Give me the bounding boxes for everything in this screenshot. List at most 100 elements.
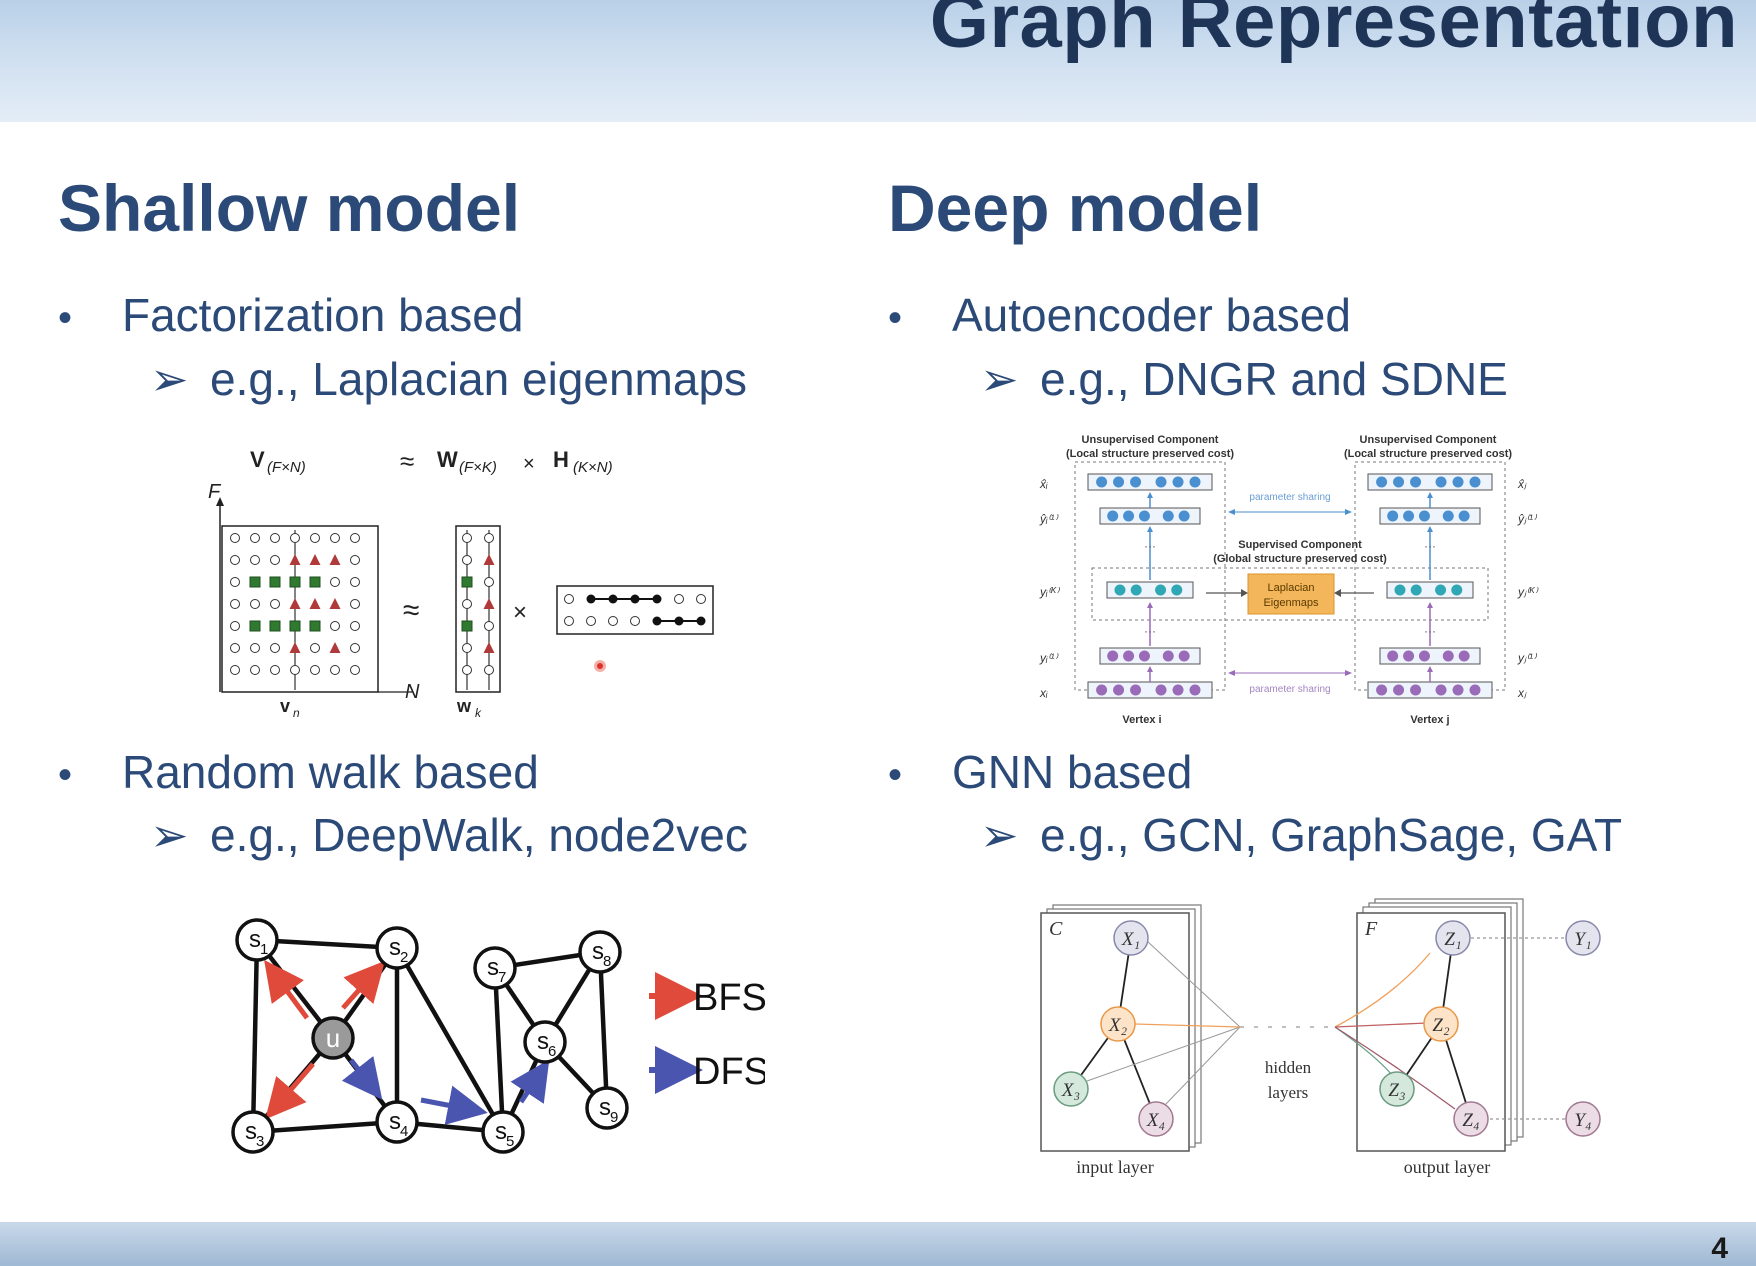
bullet-dot: • bbox=[58, 296, 73, 340]
slide-title: Graph Representation bbox=[929, 0, 1738, 64]
svg-text:X₁: X₁ bbox=[1121, 929, 1140, 950]
v-matrix-cell bbox=[329, 554, 341, 565]
sub-bullet-laplacian: ➢e.g., Laplacian eigenmaps bbox=[150, 352, 747, 406]
sdne-layer bbox=[1087, 473, 1213, 491]
left-label-1: ŷᵢ⁽¹⁾ bbox=[1039, 512, 1058, 526]
dfs-arrows bbox=[341, 1055, 550, 1125]
v-matrix-cell bbox=[310, 533, 320, 543]
h-matrix-cell bbox=[608, 594, 618, 604]
v-matrix-cell bbox=[249, 620, 261, 632]
w-matrix-cell bbox=[462, 665, 472, 675]
v-matrix-cell bbox=[350, 599, 360, 609]
sdne-layer bbox=[1379, 647, 1481, 665]
label-h-sub: (K×N) bbox=[573, 459, 613, 476]
v-matrix-cell bbox=[309, 598, 321, 609]
v-matrix-cell bbox=[270, 533, 280, 543]
v-matrix-cell bbox=[250, 643, 260, 653]
dfs-legend-label: DFS bbox=[693, 1051, 765, 1093]
bullet-dot: • bbox=[888, 296, 903, 340]
gnn-node: Z₂ bbox=[1423, 1006, 1459, 1042]
label-vn: v bbox=[280, 696, 290, 716]
svg-text:Z₂: Z₂ bbox=[1432, 1015, 1450, 1036]
h-matrix-cell bbox=[652, 594, 662, 604]
v-matrix-cell bbox=[270, 599, 280, 609]
v-matrix-cell bbox=[230, 555, 240, 565]
v-matrix-cell bbox=[309, 620, 321, 632]
bullet-dot: • bbox=[58, 753, 73, 797]
svg-text:s: s bbox=[249, 926, 261, 953]
w-matrix-cell bbox=[483, 642, 495, 653]
bullet-text: Random walk based bbox=[122, 746, 539, 798]
laplacian-label-2: Eigenmaps bbox=[1263, 597, 1319, 609]
v-matrix-cell bbox=[270, 555, 280, 565]
w-matrix-cell bbox=[483, 598, 495, 609]
label-w-sub: (F×K) bbox=[459, 459, 497, 476]
w-matrix-cell bbox=[484, 621, 494, 631]
laplacian-label-1: Laplacian bbox=[1267, 582, 1314, 594]
svg-text:X₃: X₃ bbox=[1061, 1080, 1080, 1101]
right-label-1: ŷⱼ⁽¹⁾ bbox=[1517, 512, 1537, 526]
w-matrix-cell bbox=[462, 533, 472, 543]
v-matrix-cell bbox=[230, 533, 240, 543]
graph-node-u: u bbox=[311, 1016, 355, 1060]
right-label-2: yⱼ⁽ᴷ⁾ bbox=[1517, 585, 1538, 599]
bullet-factorization: •Factorization based bbox=[58, 288, 523, 342]
right-label-3: yⱼ⁽¹⁾ bbox=[1517, 651, 1537, 665]
vertex-i-label: Vertex i bbox=[1122, 714, 1161, 726]
slide-footer: 4 bbox=[0, 1222, 1756, 1266]
svg-text:s: s bbox=[487, 954, 499, 981]
svg-text:1: 1 bbox=[260, 941, 268, 958]
output-layer-label: output layer bbox=[1404, 1157, 1490, 1177]
gnn-node: Z₄ bbox=[1453, 1101, 1489, 1137]
v-matrix-cell bbox=[270, 665, 280, 675]
f-label: F bbox=[1364, 918, 1378, 940]
label-times-mid: × bbox=[513, 599, 527, 626]
h-matrix-cell bbox=[586, 594, 596, 604]
sdne-figure: Unsupervised Component (Local structure … bbox=[1039, 434, 1538, 726]
h-matrix-cell bbox=[608, 616, 618, 626]
sdne-layer bbox=[1099, 507, 1201, 525]
v-matrix-cell bbox=[330, 621, 340, 631]
v-matrix-cell bbox=[289, 620, 301, 632]
w-matrix-cell bbox=[462, 599, 472, 609]
svg-text:6: 6 bbox=[548, 1043, 556, 1060]
v-matrix-cell bbox=[330, 533, 340, 543]
w-matrix-cell bbox=[484, 533, 494, 543]
v-matrix-cell bbox=[230, 665, 240, 675]
sub-bullet-gcn: ➢e.g., GCN, GraphSage, GAT bbox=[980, 808, 1622, 862]
sdne-layer bbox=[1099, 647, 1201, 665]
label-vn-sub: n bbox=[293, 706, 300, 720]
v-matrix-cell bbox=[350, 555, 360, 565]
sub-bullet-text: e.g., Laplacian eigenmaps bbox=[210, 353, 748, 405]
h-matrix-cell bbox=[696, 616, 706, 626]
svg-text:u: u bbox=[326, 1023, 340, 1053]
c-label: C bbox=[1049, 918, 1063, 940]
h-matrix-cell bbox=[564, 594, 574, 604]
page-number: 4 bbox=[1711, 1232, 1728, 1265]
label-v-sub: (F×N) bbox=[267, 459, 306, 476]
supervised-box bbox=[1091, 567, 1489, 621]
gnn-node: X₂ bbox=[1100, 1006, 1136, 1042]
h-matrix bbox=[556, 585, 714, 635]
v-matrix-cell bbox=[230, 643, 240, 653]
v-matrix-cell bbox=[270, 643, 280, 653]
gnn-node: Z₃ bbox=[1379, 1071, 1415, 1107]
gnn-node: Z₁ bbox=[1435, 920, 1471, 956]
w-matrix-cell bbox=[484, 577, 494, 587]
v-matrix-cell bbox=[230, 577, 240, 587]
sup-sub: (Global structure preserved cost) bbox=[1213, 553, 1387, 565]
h-matrix-cell bbox=[564, 616, 574, 626]
svg-text:Z₄: Z₄ bbox=[1462, 1110, 1479, 1131]
v-matrix-cell bbox=[310, 665, 320, 675]
w-matrix-cell bbox=[483, 554, 495, 565]
svg-text:s: s bbox=[389, 1108, 401, 1135]
